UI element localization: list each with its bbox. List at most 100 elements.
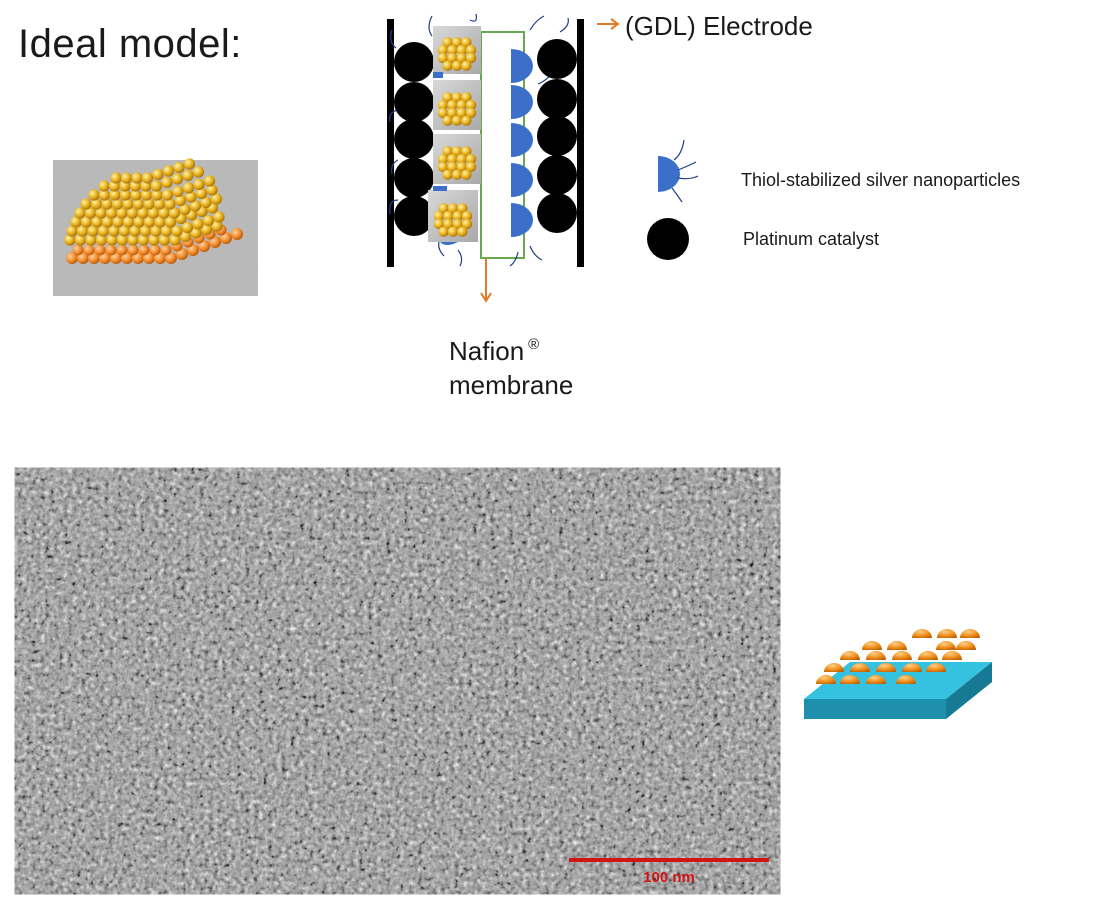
gold-atom: [211, 220, 223, 232]
platinum-catalyst-legend-icon: [647, 218, 689, 260]
gold-atom: [461, 218, 473, 230]
gold-atom: [91, 216, 103, 228]
silver-nanoparticle-legend-icon: [658, 139, 699, 203]
scale-bar-label: 100 nm: [643, 869, 695, 886]
gold-atom: [465, 153, 477, 165]
gold-atom: [200, 223, 213, 236]
gold-atom: [451, 60, 463, 71]
legend-platinum-catalyst: Platinum catalyst: [743, 229, 880, 249]
gold-atom: [171, 225, 183, 237]
thiol-ligand-strand: [529, 245, 543, 261]
gold-atom: [195, 187, 208, 200]
gold-atom: [154, 216, 166, 228]
gold-atom: [182, 182, 195, 194]
gold-atom: [461, 115, 472, 126]
gold-atom: [171, 173, 184, 185]
gold-atom: [116, 234, 129, 246]
gold-atom: [193, 178, 205, 191]
gold-atom: [161, 176, 173, 189]
gold-atom: [108, 225, 120, 237]
gold-atom: [168, 207, 181, 219]
gold-atom: [183, 158, 196, 170]
gold-atom: [101, 216, 114, 228]
thiol-ligand-strand: [389, 199, 399, 215]
gold-atom: [80, 216, 93, 228]
thiol-ligand-strand: [457, 249, 463, 267]
legend-silver-nanoparticles: Thiol-stabilized silver nanoparticles: [741, 170, 1021, 190]
substrate-with-nanocaps: [804, 629, 992, 719]
silver-nanoparticle: [511, 203, 533, 237]
gold-atom: [190, 227, 202, 239]
gold-atom: [457, 203, 468, 214]
gold-atom: [437, 153, 449, 165]
gold-atom: [130, 189, 142, 201]
gold-atom: [105, 207, 118, 219]
gold-atom: [461, 146, 472, 157]
gold-atom: [447, 99, 458, 111]
nanocap: [936, 641, 956, 650]
nanocap: [937, 629, 957, 638]
gold-atom: [437, 99, 449, 111]
gold-atom: [179, 230, 192, 243]
nanocap: [902, 663, 922, 672]
tem-micrograph: 100 nm: [13, 466, 782, 896]
gold-atom: [447, 161, 458, 173]
gold-atom: [118, 225, 131, 237]
nanocap: [866, 651, 886, 660]
gold-atom: [447, 203, 459, 214]
gold-atom: [141, 172, 154, 184]
gold-atom: [127, 234, 139, 246]
gold-atom: [437, 107, 449, 119]
gold-atom: [461, 169, 472, 180]
gold-atom: [164, 216, 177, 228]
gold-atom: [442, 92, 453, 103]
nanoparticle-3d-model: [53, 158, 258, 296]
nanocap: [887, 641, 907, 650]
gold-atom: [129, 225, 141, 237]
nanocap: [960, 629, 980, 638]
platinum-particle: [537, 155, 577, 195]
gold-atom: [456, 161, 467, 173]
gold-atom: [465, 44, 477, 56]
gold-atom: [97, 225, 110, 237]
gold-atom: [122, 216, 135, 228]
thiol-ligand-strand: [391, 159, 399, 175]
nanocap: [862, 641, 882, 650]
gold-atom: [140, 189, 153, 201]
gold-atom: [106, 234, 118, 246]
electrode-arrow: [597, 18, 620, 30]
gold-atom: [461, 37, 472, 48]
gold-atom: [461, 210, 473, 222]
gold-atom: [80, 198, 92, 210]
gold-atom: [160, 225, 173, 237]
gold-atom: [456, 52, 467, 64]
platinum-catalyst-right-column: [537, 39, 577, 233]
platinum-particle: [394, 196, 434, 236]
gold-atom: [437, 44, 449, 56]
gold-atom: [147, 207, 160, 219]
nanocap: [840, 651, 860, 660]
gold-atom: [447, 153, 458, 165]
gold-atom: [451, 37, 463, 48]
gold-atom: [442, 115, 453, 126]
nanocap: [918, 651, 938, 660]
gold-atom: [161, 189, 174, 201]
gold-atom: [442, 146, 453, 157]
thiol-ligand-strand: [428, 15, 433, 37]
right-electrode-plate: [577, 19, 584, 267]
gold-atom: [88, 189, 100, 201]
gold-atom: [95, 207, 107, 219]
gold-atom: [74, 207, 86, 219]
orange-atom: [105, 244, 117, 256]
nanocap: [892, 651, 912, 660]
gold-atom: [210, 193, 223, 205]
gold-atom: [152, 168, 164, 181]
gold-atom: [447, 44, 458, 56]
gold-atom: [150, 225, 162, 237]
nafion-label-line1: Nafion: [449, 336, 525, 366]
gold-atom: [85, 234, 97, 246]
orange-atom: [231, 228, 243, 240]
nanocap: [942, 651, 962, 660]
gold-atom: [112, 216, 124, 228]
gold-atom: [451, 115, 463, 126]
